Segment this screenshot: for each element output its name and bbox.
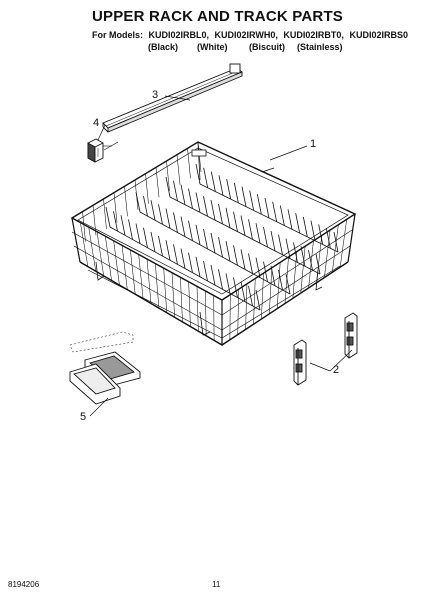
track-rail-part (100, 63, 243, 151)
callout-5: 5 (80, 411, 87, 423)
model-list: For Models: KUDI02IRBL0, KUDI02IRWH0, KU… (92, 30, 411, 40)
for-models-label: For Models: (92, 30, 143, 40)
document-number: 8194206 (8, 580, 40, 589)
model-number: KUDI02IRBT0, (283, 30, 344, 40)
color-label: (Stainless) (297, 42, 343, 52)
label-panel-part (69, 331, 141, 405)
callout-1: 1 (310, 138, 317, 150)
color-label: (Black) (148, 42, 179, 52)
callout-3: 3 (152, 89, 159, 101)
adjuster-clip-part (293, 312, 358, 386)
leader-lines (89, 95, 353, 417)
upper-rack-part (70, 141, 357, 346)
model-number: KUDI02IRBL0, (148, 30, 210, 40)
color-label: (Biscuit) (249, 42, 285, 52)
model-number: KUDI02IRWH0, (214, 30, 278, 40)
model-number: KUDI02IRBS0 (349, 30, 408, 40)
color-label: (White) (197, 42, 228, 52)
callout-4: 4 (93, 117, 100, 129)
track-stop-part (87, 138, 104, 163)
callout-2: 2 (333, 364, 340, 376)
page-title: UPPER RACK AND TRACK PARTS (91, 8, 344, 25)
page-number: 11 (212, 580, 221, 589)
